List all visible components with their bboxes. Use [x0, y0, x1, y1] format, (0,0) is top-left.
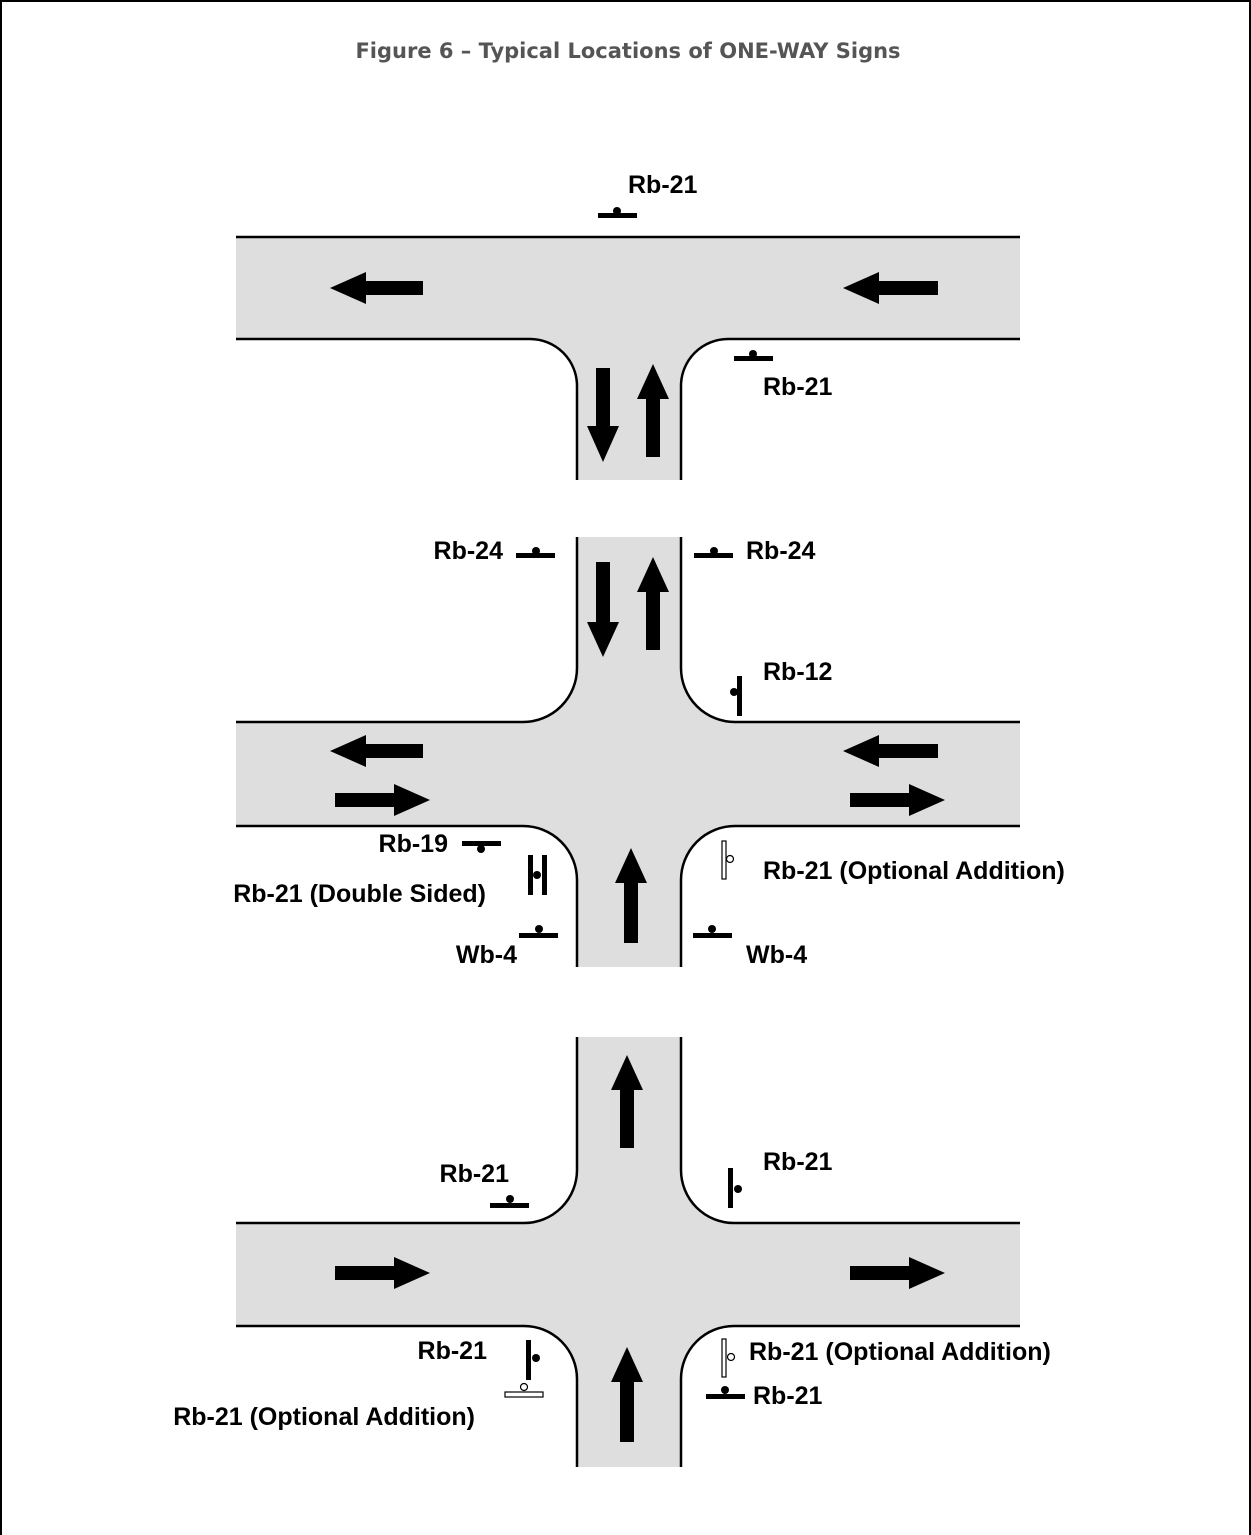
sign-label: Rb-21 (Double Sided) — [233, 880, 486, 908]
sign-label: Rb-12 — [763, 658, 832, 686]
sign-label: Rb-24 — [746, 537, 816, 565]
arrow-up — [611, 1055, 643, 1148]
sign-wb-4 — [693, 925, 732, 938]
sign-label: Wb-4 — [456, 941, 517, 969]
road-edge — [236, 1324, 579, 1467]
sign-rb-21-double-sided — [528, 855, 547, 895]
arrow-up — [615, 848, 647, 943]
arrow-left — [330, 735, 423, 767]
arrow-up — [611, 1347, 643, 1442]
road-edge — [679, 337, 1020, 480]
arrow-right — [335, 784, 430, 816]
sign-rb-21 — [734, 350, 773, 361]
sign-rb-21 — [526, 1340, 540, 1380]
road-edge — [236, 537, 579, 724]
sign-label: Rb-21 — [763, 1148, 833, 1176]
sign-label: Rb-21 (Optional Addition) — [173, 1403, 475, 1431]
road-surface — [236, 1037, 1020, 1467]
sign-label: Rb-24 — [434, 537, 504, 565]
sign-label: Rb-21 (Optional Addition) — [763, 857, 1065, 885]
sign-rb-24 — [516, 547, 555, 558]
arrow-right — [850, 784, 945, 816]
road-edge — [236, 337, 579, 480]
sign-rb-21 — [598, 207, 637, 218]
sign-label: Rb-21 (Optional Addition) — [749, 1338, 1051, 1366]
sign-label: Wb-4 — [746, 941, 807, 969]
arrow-right — [850, 1257, 945, 1289]
sign-label: Rb-21 — [628, 171, 698, 199]
sign-rb-21-optional — [504, 1382, 544, 1398]
one-way-crossing-diagram: Rb-21 Rb-21 Rb-21 Rb-21 (Optional Additi… — [173, 1037, 1051, 1467]
arrow-down — [587, 368, 619, 462]
road-surface — [236, 537, 1020, 967]
sign-rb-24 — [694, 547, 733, 558]
figure-title: Figure 6 – Typical Locations of ONE-WAY … — [355, 39, 900, 63]
road-edge — [679, 537, 1020, 724]
road-edge — [236, 1037, 579, 1225]
road-edge — [679, 824, 1020, 967]
road-edge — [236, 824, 579, 967]
arrow-left — [330, 272, 423, 304]
sign-rb-21 — [490, 1195, 529, 1208]
arrow-down — [587, 562, 619, 657]
arrow-left — [843, 735, 938, 767]
sign-rb-21 — [706, 1386, 745, 1399]
arrow-left — [843, 272, 938, 304]
sign-rb-21-optional — [721, 840, 735, 880]
sign-label: Rb-21 — [763, 373, 833, 401]
sign-rb-21-optional — [721, 1338, 736, 1378]
sign-rb-21 — [728, 1168, 742, 1208]
road-edge — [679, 1037, 1020, 1225]
road-surface — [236, 237, 1020, 480]
sign-label: Rb-19 — [379, 830, 448, 858]
sign-rb-12 — [730, 676, 742, 716]
four-way-intersection-diagram: Rb-24 Rb-24 Rb-12 Rb-19 Rb-21 (Double Si… — [233, 537, 1065, 969]
sign-label: Rb-21 — [440, 1160, 510, 1188]
sign-label: Rb-21 — [418, 1337, 488, 1365]
sign-wb-4 — [519, 925, 558, 938]
arrow-up — [637, 364, 669, 457]
arrow-right — [335, 1257, 430, 1289]
t-intersection-diagram: Rb-21 Rb-21 — [236, 171, 1020, 480]
sign-label: Rb-21 — [753, 1382, 823, 1410]
road-edge — [679, 1324, 1020, 1467]
sign-rb-19 — [462, 841, 501, 853]
arrow-up — [637, 557, 669, 650]
